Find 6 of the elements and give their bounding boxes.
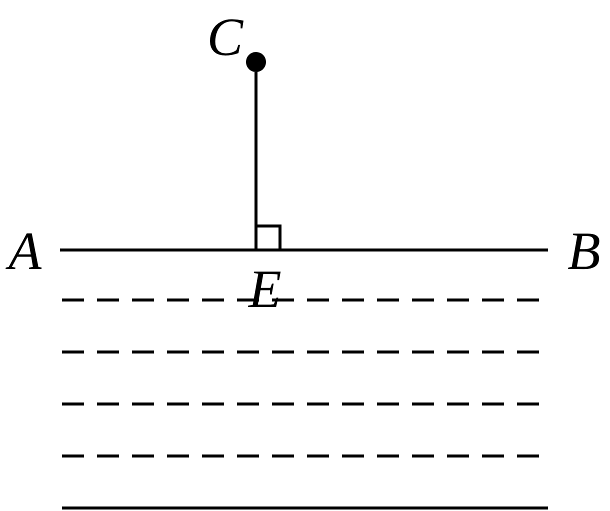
point-label: B xyxy=(560,228,608,274)
point-dot xyxy=(246,52,266,72)
line-segment xyxy=(254,72,258,250)
line-segment xyxy=(60,248,548,252)
point-label: A xyxy=(2,228,48,274)
point-label: C xyxy=(202,14,248,60)
